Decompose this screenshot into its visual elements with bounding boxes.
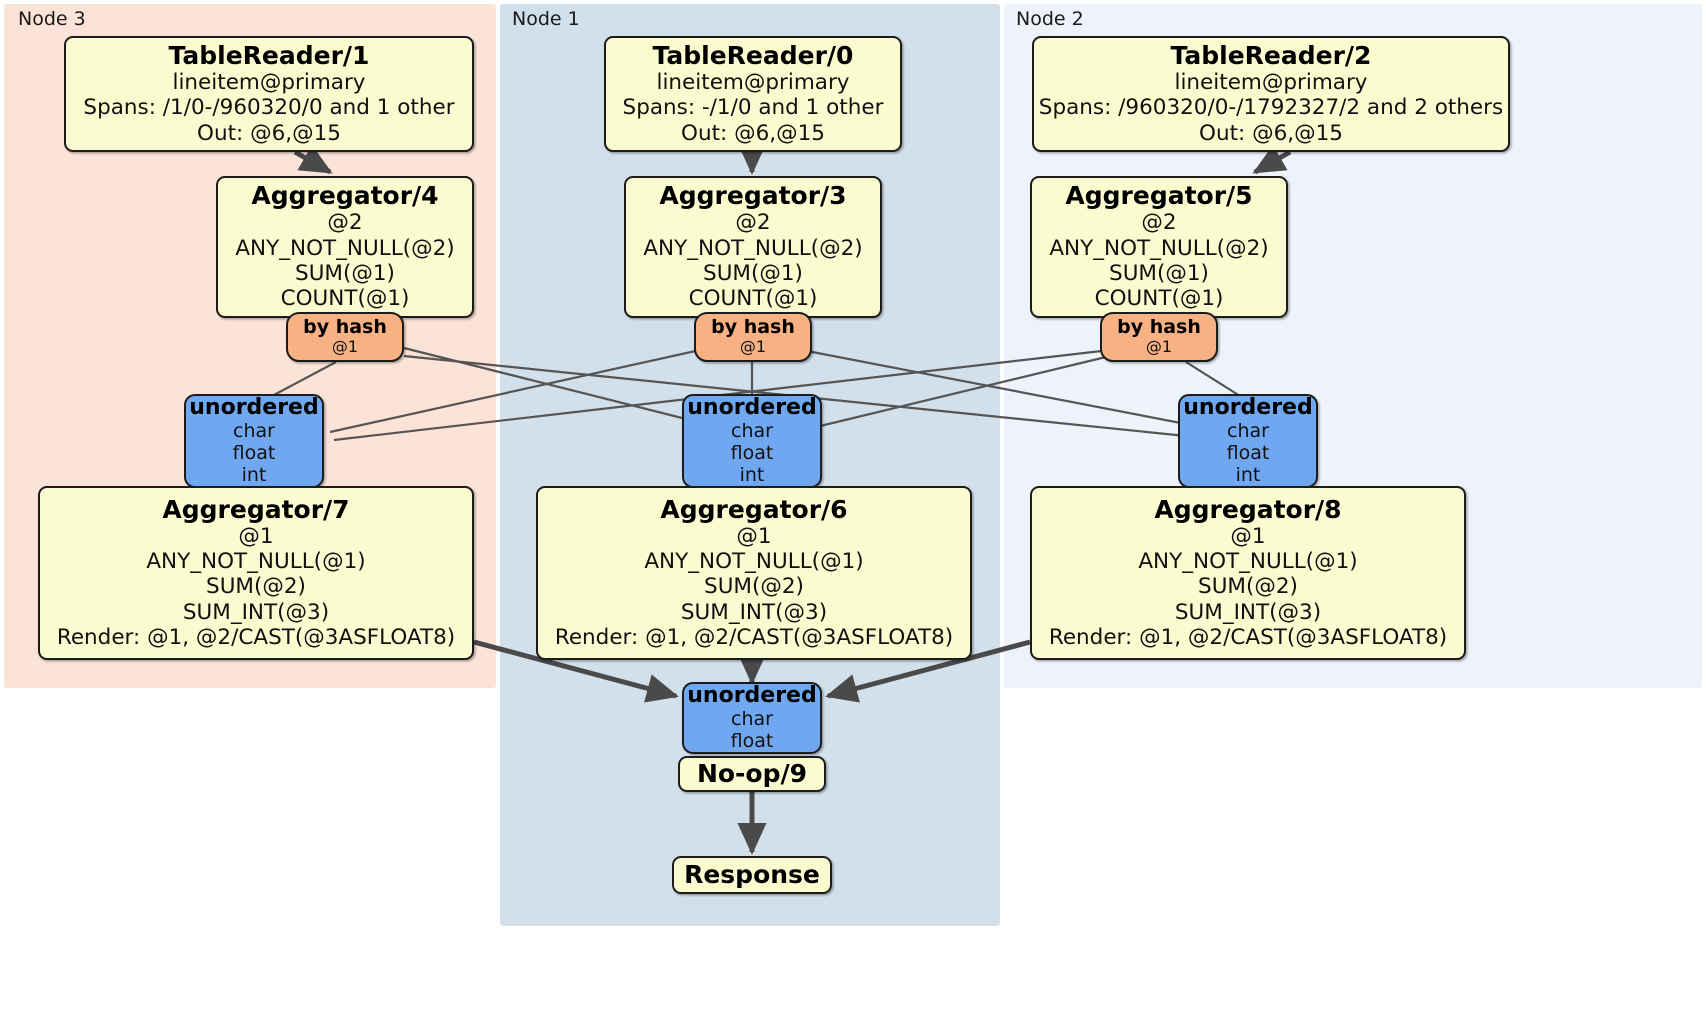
node-detail-line: SUM(@1) (295, 261, 395, 286)
node-detail-line: @1 (238, 523, 274, 549)
node-aggregator-6[interactable]: Aggregator/6 @1 ANY_NOT_NULL(@1) SUM(@2)… (536, 486, 972, 660)
node-detail-line: ANY_NOT_NULL(@1) (644, 548, 864, 574)
node-detail-line: @1 (736, 523, 772, 549)
panel-node-3-label: Node 3 (18, 8, 86, 30)
node-detail-line: COUNT(@1) (280, 286, 410, 312)
receiver-unordered-node-3[interactable]: unordered char float int (184, 394, 324, 488)
router-detail-line: @1 (1145, 337, 1173, 357)
node-title: No-op/9 (696, 759, 808, 788)
node-detail-line: COUNT(@1) (1094, 286, 1224, 312)
node-detail-line: SUM(@1) (703, 261, 803, 286)
receiver-unordered-node-2[interactable]: unordered char float int (1178, 394, 1318, 488)
node-title: Aggregator/8 (1154, 494, 1342, 524)
node-detail-line: Render: @1, @2/CAST(@3ASFLOAT8) (1048, 625, 1448, 651)
receiver-type-line: char (233, 420, 275, 443)
node-detail-line: ANY_NOT_NULL(@2) (1049, 235, 1269, 261)
node-detail-line: Out: @6,@15 (197, 120, 341, 146)
node-aggregator-4[interactable]: Aggregator/4 @2 ANY_NOT_NULL(@2) SUM(@1)… (216, 176, 474, 318)
node-detail-line: ANY_NOT_NULL(@1) (1138, 548, 1358, 574)
router-by-hash-aggregator-5[interactable]: by hash @1 (1100, 312, 1218, 362)
node-detail-line: Spans: -/1/0 and 1 other (622, 95, 884, 121)
node-title: Aggregator/6 (660, 494, 848, 524)
node-table-reader-2[interactable]: TableReader/2 lineitem@primary Spans: /9… (1032, 36, 1510, 152)
node-detail-line: SUM(@1) (1109, 261, 1209, 286)
receiver-unordered-node-1[interactable]: unordered char float int (682, 394, 822, 488)
receiver-title: unordered (687, 682, 817, 708)
node-detail-line: SUM_INT(@3) (182, 599, 330, 625)
panel-node-2-label: Node 2 (1016, 8, 1084, 30)
receiver-title: unordered (189, 394, 319, 420)
router-title: by hash (1117, 316, 1201, 339)
node-detail-line: Spans: /1/0-/960320/0 and 1 other (83, 95, 455, 121)
node-aggregator-7[interactable]: Aggregator/7 @1 ANY_NOT_NULL(@1) SUM(@2)… (38, 486, 474, 660)
router-title: by hash (303, 316, 387, 339)
receiver-title: unordered (687, 394, 817, 420)
node-detail-line: SUM(@2) (1198, 574, 1298, 600)
node-detail-line: @2 (327, 210, 363, 236)
node-title: TableReader/0 (652, 40, 854, 70)
receiver-type-line: float (232, 442, 276, 465)
node-detail-line: Render: @1, @2/CAST(@3ASFLOAT8) (554, 625, 954, 651)
receiver-type-line: char (731, 708, 773, 731)
node-detail-line: lineitem@primary (656, 69, 850, 95)
node-detail-line: ANY_NOT_NULL(@1) (146, 548, 366, 574)
router-by-hash-aggregator-4[interactable]: by hash @1 (286, 312, 404, 362)
node-table-reader-1[interactable]: TableReader/1 lineitem@primary Spans: /1… (64, 36, 474, 152)
node-detail-line: SUM(@2) (206, 574, 306, 600)
node-detail-line: COUNT(@1) (688, 286, 818, 312)
node-detail-line: SUM_INT(@3) (680, 599, 828, 625)
node-detail-line: SUM_INT(@3) (1174, 599, 1322, 625)
node-title: Aggregator/4 (251, 181, 439, 211)
router-detail-line: @1 (739, 337, 767, 357)
panel-node-1-label: Node 1 (512, 8, 580, 30)
node-detail-line: @2 (735, 210, 771, 236)
node-detail-line: ANY_NOT_NULL(@2) (643, 235, 863, 261)
node-detail-line: SUM(@2) (704, 574, 804, 600)
receiver-title: unordered (1183, 394, 1313, 420)
receiver-type-line: float (730, 730, 774, 753)
node-title: Aggregator/3 (659, 181, 847, 211)
receiver-type-line: int (739, 464, 765, 487)
node-title: Response (684, 860, 820, 889)
router-by-hash-aggregator-3[interactable]: by hash @1 (694, 312, 812, 362)
node-detail-line: Out: @6,@15 (681, 120, 825, 146)
node-title: TableReader/1 (168, 40, 370, 70)
node-detail-line: Out: @6,@15 (1199, 120, 1343, 146)
receiver-type-line: float (1226, 442, 1270, 465)
router-title: by hash (711, 316, 795, 339)
node-detail-line: lineitem@primary (172, 69, 366, 95)
node-title: TableReader/2 (1170, 40, 1372, 70)
node-aggregator-8[interactable]: Aggregator/8 @1 ANY_NOT_NULL(@1) SUM(@2)… (1030, 486, 1466, 660)
router-detail-line: @1 (331, 337, 359, 357)
node-response[interactable]: Response (672, 856, 832, 894)
node-aggregator-3[interactable]: Aggregator/3 @2 ANY_NOT_NULL(@2) SUM(@1)… (624, 176, 882, 318)
node-detail-line: @2 (1141, 210, 1177, 236)
node-detail-line: ANY_NOT_NULL(@2) (235, 235, 455, 261)
node-title: Aggregator/7 (162, 494, 350, 524)
node-detail-line: Spans: /960320/0-/1792327/2 and 2 others (1038, 95, 1504, 121)
node-table-reader-0[interactable]: TableReader/0 lineitem@primary Spans: -/… (604, 36, 902, 152)
node-aggregator-5[interactable]: Aggregator/5 @2 ANY_NOT_NULL(@2) SUM(@1)… (1030, 176, 1288, 318)
node-detail-line: @1 (1230, 523, 1266, 549)
receiver-type-line: float (730, 442, 774, 465)
receiver-type-line: int (241, 464, 267, 487)
receiver-type-line: char (1227, 420, 1269, 443)
receiver-type-line: char (731, 420, 773, 443)
node-title: Aggregator/5 (1065, 181, 1253, 211)
node-detail-line: Render: @1, @2/CAST(@3ASFLOAT8) (56, 625, 456, 651)
node-no-op-9[interactable]: No-op/9 (678, 756, 826, 792)
receiver-type-line: int (1235, 464, 1261, 487)
node-detail-line: lineitem@primary (1174, 69, 1368, 95)
receiver-unordered-final[interactable]: unordered char float (682, 682, 822, 754)
